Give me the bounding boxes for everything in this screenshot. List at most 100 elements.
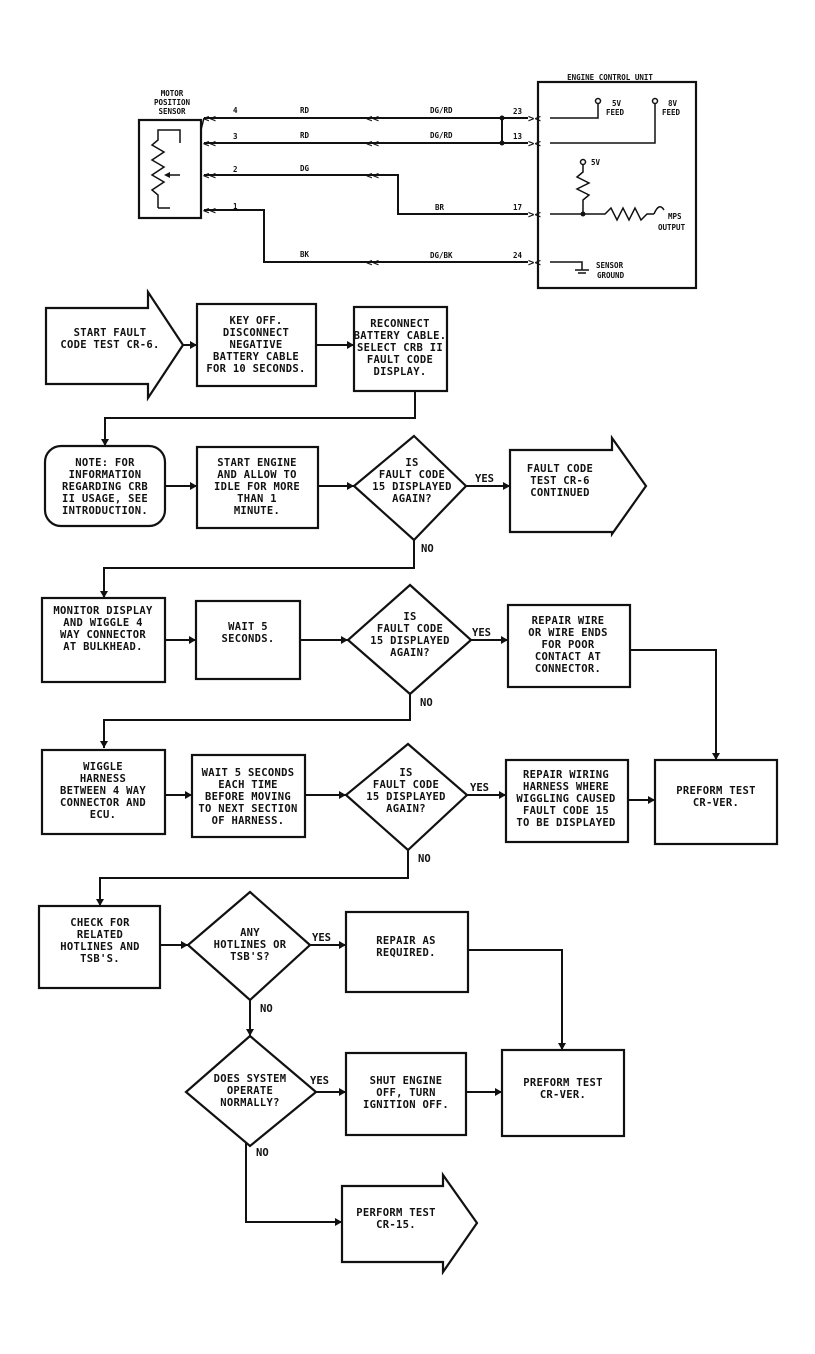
monitor-line-4: AT BULKHEAD. <box>63 641 142 653</box>
monitor-line-2: AND WIGGLE 4 <box>63 617 142 629</box>
sensor-pin-4: 4 <box>233 106 238 115</box>
decision-q1: IS FAULT CODE 15 DISPLAYED AGAIN? <box>352 434 468 542</box>
ecu-title: ENGINE CONTROL UNIT <box>567 73 653 82</box>
sensor-ground-1: SENSOR <box>596 261 624 270</box>
wiring-schematic: ENGINE CONTROL UNIT MOTOR POSITION SENSO… <box>137 73 698 290</box>
sensor-title-1: MOTOR <box>161 89 184 98</box>
reconnect-line-5: DISPLAY. <box>374 366 427 378</box>
q1-line-4: AGAIN? <box>392 493 432 505</box>
pullup-resistor <box>575 165 591 214</box>
ecu-feed-left-1: 5V <box>612 99 622 108</box>
monitor-box: MONITOR DISPLAY AND WIGGLE 4 WAY CONNECT… <box>40 596 167 684</box>
reconnect-line-3: SELECT CRB II <box>357 342 443 354</box>
key-off-line-3: NEGATIVE <box>230 339 283 351</box>
ecu-pin-17: 17 <box>513 203 522 212</box>
sensor-ground-2: GROUND <box>597 271 625 280</box>
flowchart: YES NO YES NO YES NO YES NO YES NO START… <box>37 288 779 1276</box>
conn-mid-2: << <box>366 138 379 150</box>
wire-pin2 <box>204 174 528 215</box>
ecu-feed-right-1: 8V <box>668 99 678 108</box>
note-line-2: INFORMATION <box>69 469 142 481</box>
check-line-4: TSB'S. <box>80 953 120 965</box>
conn-sensor-3: << <box>203 138 216 150</box>
ecu-feed-right-wire <box>550 104 656 144</box>
yes-label-q3: YES <box>470 782 489 794</box>
perform-ver1-line-1: PREFORM TEST <box>676 785 755 797</box>
perform-15-line-1: PERFORM TEST <box>356 1207 435 1219</box>
no-label-q4: NO <box>260 1003 273 1015</box>
wire-color-3: DG <box>300 164 310 173</box>
wire-pin1 <box>204 209 528 263</box>
ecu-wire-color-1: DG/RD <box>430 106 453 115</box>
note-line-1: NOTE: FOR <box>75 457 135 469</box>
wire-color-1: RD <box>300 106 310 115</box>
continued-arrow-shape: FAULT CODE TEST CR-6 CONTINUED <box>508 434 648 538</box>
conn-sensor-2: << <box>203 170 216 182</box>
reconnect-line-4: FAULT CODE <box>367 354 433 366</box>
shut-engine-box: SHUT ENGINE OFF, TURN IGNITION OFF. <box>344 1051 468 1137</box>
wire-color-2: RD <box>300 131 310 140</box>
perform-ver2-line-1: PREFORM TEST <box>523 1077 602 1089</box>
perform-ver1-line-2: CR-VER. <box>693 797 739 809</box>
repair-wiring-box: REPAIR WIRING HARNESS WHERE WIGGLING CAU… <box>504 758 630 844</box>
perform-15-line-2: CR-15. <box>376 1219 416 1231</box>
q3-line-1: IS <box>399 767 412 779</box>
conn-mid-1: << <box>366 113 379 125</box>
start-engine-line-3: IDLE FOR MORE <box>214 481 300 493</box>
ecu-pin-23: 23 <box>513 107 523 116</box>
perform-ver2-line-2: CR-VER. <box>540 1089 586 1101</box>
ecu-junction <box>580 211 586 217</box>
splice-dot-1 <box>499 115 505 121</box>
ecu-conn-17: >< <box>528 209 541 221</box>
decision-q2: IS FAULT CODE 15 DISPLAYED AGAIN? <box>346 583 473 696</box>
wait2-line-5: OF HARNESS. <box>212 815 285 827</box>
shut-line-3: IGNITION OFF. <box>363 1099 449 1111</box>
wait1-line-2: SECONDS. <box>222 633 275 645</box>
q5-line-2: OPERATE <box>227 1085 273 1097</box>
ecu-wire-color-3: BR <box>435 203 445 212</box>
check-box: CHECK FOR RELATED HOTLINES AND TSB'S. <box>37 904 162 990</box>
sensor-title-3: SENSOR <box>158 107 186 116</box>
start-engine-line-5: MINUTE. <box>234 505 280 517</box>
wiggle-line-2: HARNESS <box>80 773 126 785</box>
shut-line-2: OFF, TURN <box>376 1087 436 1099</box>
start-engine-box: START ENGINE AND ALLOW TO IDLE FOR MORE … <box>195 445 320 530</box>
sensor-title-2: POSITION <box>154 98 191 107</box>
flow-arrowheads <box>96 341 720 1226</box>
q2-line-4: AGAIN? <box>390 647 430 659</box>
q5-line-1: DOES SYSTEM <box>214 1073 287 1085</box>
ecu-feed-left-wire <box>550 104 599 119</box>
repair-wire-line-4: CONTACT AT <box>535 651 601 663</box>
q5-line-3: NORMALLY? <box>220 1097 280 1109</box>
repair-required-line-1: REPAIR AS <box>376 935 436 947</box>
start-text-2: CODE TEST CR-6. <box>60 339 159 351</box>
repair-wiring-line-2: HARNESS WHERE <box>523 781 609 793</box>
q3-line-3: 15 DISPLAYED <box>366 791 445 803</box>
mps-output-1: MPS <box>668 212 682 221</box>
sensor-pin-1: 1 <box>233 202 238 211</box>
ecu-5v-terminal <box>579 158 587 166</box>
wiper-arrow <box>164 172 170 178</box>
monitor-line-1: MONITOR DISPLAY <box>53 605 153 617</box>
ecu-pin-13: 13 <box>513 132 523 141</box>
conn-sensor-1: << <box>203 205 216 217</box>
ecu-conn-24: >< <box>528 257 541 269</box>
no-label-q2: NO <box>420 697 433 709</box>
repair-required-box: REPAIR AS REQUIRED. <box>344 910 470 994</box>
note-line-5: INTRODUCTION. <box>62 505 148 517</box>
repair-wire-line-2: OR WIRE ENDS <box>528 627 607 639</box>
conn-sensor-4: << <box>203 113 216 125</box>
key-off-line-2: DISCONNECT <box>223 327 289 339</box>
yes-label-q5: YES <box>310 1075 329 1087</box>
q3-line-4: AGAIN? <box>386 803 426 815</box>
ecu-wire-color-2: DG/RD <box>430 131 453 140</box>
check-line-1: CHECK FOR <box>70 917 130 929</box>
wire-stub-4 <box>200 117 205 131</box>
check-line-2: RELATED <box>77 929 123 941</box>
potentiometer-resistor <box>150 135 166 208</box>
start-engine-line-2: AND ALLOW TO <box>217 469 296 481</box>
ecu-pin-24: 24 <box>513 251 523 260</box>
ecu-feed-left-terminal <box>594 97 602 105</box>
key-off-line-5: FOR 10 SECONDS. <box>206 363 305 375</box>
